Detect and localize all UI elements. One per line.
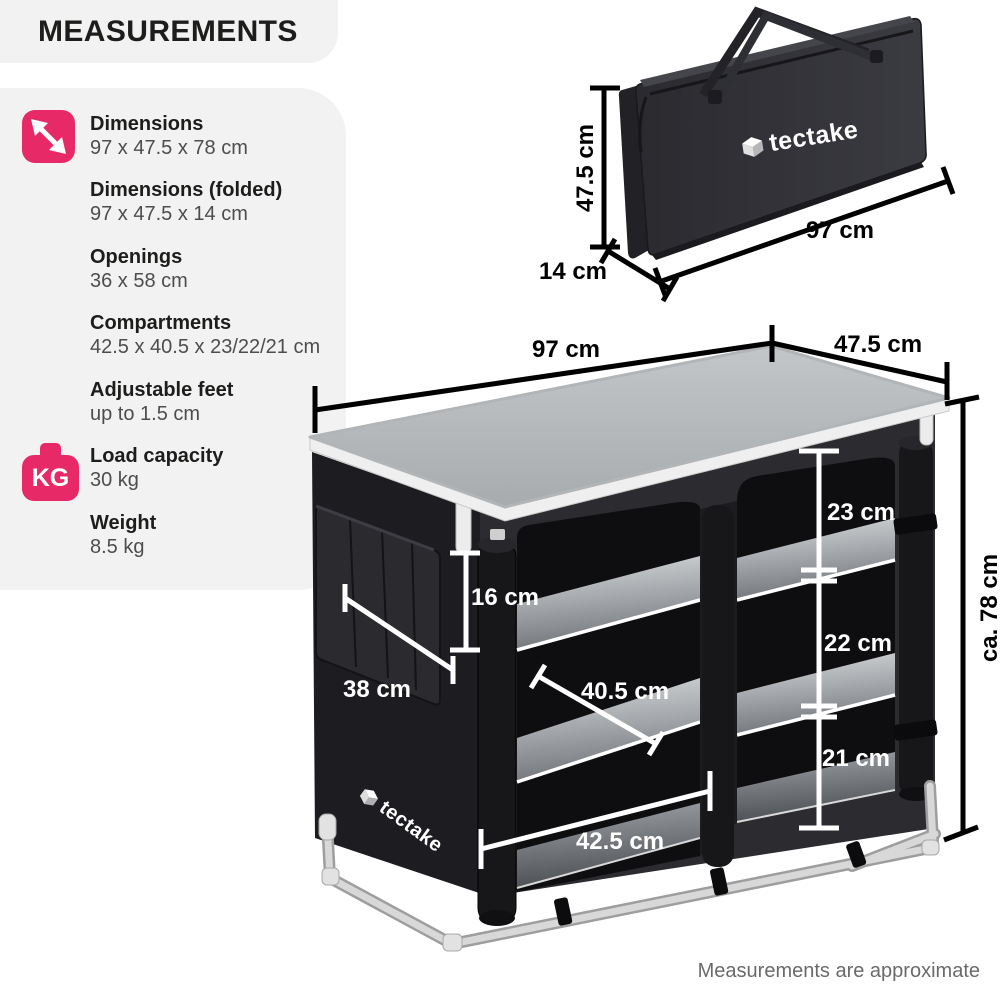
front-right-pole bbox=[893, 436, 938, 801]
dimensions-arrow-icon bbox=[22, 110, 75, 163]
spec-load-capacity: Load capacity 30 kg bbox=[90, 444, 346, 492]
spec-dimensions-folded: Dimensions (folded) 97 x 47.5 x 14 cm bbox=[90, 178, 346, 226]
folded-bag-illustration bbox=[618, 6, 927, 260]
approx-note: Measurements are approximate bbox=[697, 960, 980, 982]
spec-label: Adjustable feet bbox=[90, 379, 234, 401]
spec-label: Weight bbox=[90, 512, 157, 534]
spec-weight: Weight 8.5 kg bbox=[90, 511, 346, 559]
tectake-logo-icon bbox=[742, 136, 764, 157]
bag-brand-logo: tectake bbox=[740, 115, 861, 162]
center-pole bbox=[702, 505, 734, 867]
spec-value: up to 1.5 cm bbox=[90, 403, 201, 425]
spec-label: Dimensions bbox=[90, 113, 204, 135]
side-depth-dim-label: 38 cm bbox=[342, 676, 412, 703]
under-top-dim-label: 16 cm bbox=[470, 584, 540, 611]
tectake-logo-icon bbox=[360, 788, 379, 806]
kg-weight-icon: KG bbox=[22, 443, 79, 501]
left-compartment bbox=[516, 501, 701, 892]
spec-label: Compartments bbox=[90, 312, 232, 334]
width-dim-label: 97 cm bbox=[531, 336, 601, 363]
bag-width-dim-label: 97 cm bbox=[805, 217, 875, 244]
spec-dimensions: Dimensions 97 x 47.5 x 78 cm bbox=[90, 112, 346, 160]
kg-icon-label: KG bbox=[31, 464, 70, 492]
spec-openings: Openings 36 x 58 cm bbox=[90, 245, 346, 293]
spec-compartments: Compartments 42.5 x 40.5 x 23/22/21 cm bbox=[90, 311, 346, 359]
spec-adjustable-feet: Adjustable feet up to 1.5 cm bbox=[90, 378, 346, 426]
bag-depth-dim-label: 14 cm bbox=[538, 258, 608, 285]
bottom-compartment-dim-label: 21 cm bbox=[821, 745, 891, 772]
shelf-depth-dim-label: 40.5 cm bbox=[580, 678, 670, 705]
right-compartment bbox=[736, 457, 896, 823]
bag-height-dim-label: 47.5 cm bbox=[572, 123, 599, 213]
spec-value: 8.5 kg bbox=[90, 536, 145, 558]
kitchen-brand-logo: tectake bbox=[355, 782, 447, 857]
spec-value: 97 x 47.5 x 14 cm bbox=[90, 203, 248, 225]
spec-value: 42.5 x 40.5 x 23/22/21 cm bbox=[90, 336, 321, 358]
bag-dimension-lines bbox=[590, 85, 956, 303]
spec-label: Openings bbox=[90, 246, 183, 268]
spec-value: 30 kg bbox=[90, 469, 139, 491]
side-pockets bbox=[315, 504, 441, 706]
outer-dimension-lines bbox=[312, 325, 980, 843]
spec-value: 36 x 58 cm bbox=[90, 270, 188, 292]
inner-dimension-lines bbox=[342, 448, 839, 869]
page-title: MEASUREMENTS bbox=[38, 15, 298, 48]
base-frame bbox=[318, 780, 941, 952]
depth-dim-label: 47.5 cm bbox=[833, 331, 923, 358]
spec-label: Dimensions (folded) bbox=[90, 179, 283, 201]
middle-compartment-dim-label: 22 cm bbox=[823, 630, 893, 657]
shelf-width-dim-label: 42.5 cm bbox=[575, 828, 665, 855]
front-left-pole bbox=[477, 529, 517, 926]
measurements-title-block: MEASUREMENTS bbox=[0, 0, 338, 63]
top-compartment-dim-label: 23 cm bbox=[826, 499, 896, 526]
spec-panel bbox=[0, 88, 346, 590]
spec-label: Load capacity bbox=[90, 445, 224, 467]
spec-value: 97 x 47.5 x 78 cm bbox=[90, 137, 248, 159]
height-dim-label: ca. 78 cm bbox=[976, 553, 1000, 663]
